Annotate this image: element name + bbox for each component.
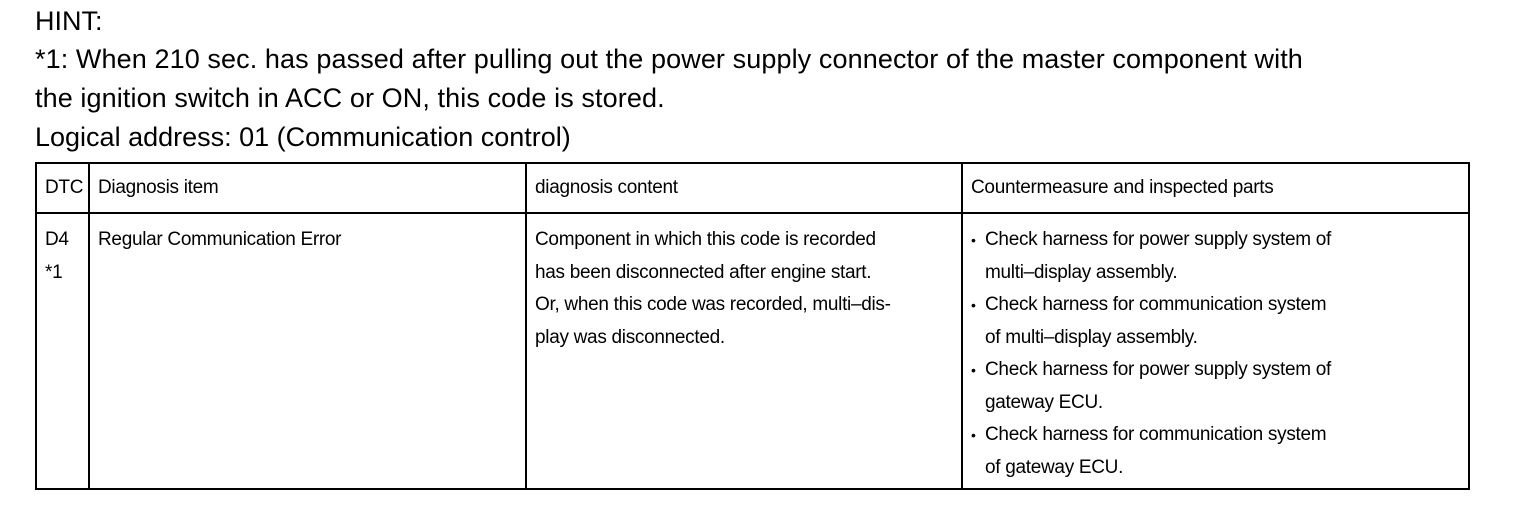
header-dtc: DTC xyxy=(35,162,90,214)
cell-countermeasure: • Check harness for power supply system … xyxy=(961,212,1470,490)
header-countermeasure: Countermeasure and inspected parts xyxy=(961,162,1470,214)
content-line: play was disconnected. xyxy=(535,326,725,348)
hint-note-line-1: *1: When 210 sec. has passed after pulli… xyxy=(35,44,1303,74)
bullet-icon: • xyxy=(971,232,976,248)
hint-section: HINT: *1: When 210 sec. has passed after… xyxy=(35,2,1485,156)
list-item: • Check harness for communication system… xyxy=(971,289,1460,354)
dtc-note-ref: *1 xyxy=(45,261,63,283)
hint-title: HINT: xyxy=(35,6,103,36)
countermeasure-line: gateway ECU. xyxy=(985,391,1103,413)
content-line: has been disconnected after engine start… xyxy=(535,261,872,283)
cell-diagnosis-item: Regular Communication Error xyxy=(88,212,527,490)
countermeasure-line: Check harness for communication system xyxy=(985,424,1327,445)
countermeasure-list: • Check harness for power supply system … xyxy=(971,224,1460,484)
countermeasure-line: of multi–display assembly. xyxy=(985,326,1198,348)
cell-dtc: D4 *1 xyxy=(35,212,90,490)
bullet-icon: • xyxy=(971,427,976,443)
logical-address: Logical address: 01 (Communication contr… xyxy=(35,122,571,152)
content-line: Or, when this code was recorded, multi–d… xyxy=(535,294,891,315)
countermeasure-line: Check harness for power supply system of xyxy=(985,359,1331,380)
content-line: Component in which this code is recorded xyxy=(535,229,876,250)
header-diagnosis-content: diagnosis content xyxy=(525,162,963,214)
hint-note-line-2: the ignition switch in ACC or ON, this c… xyxy=(35,83,665,113)
dtc-code: D4 xyxy=(45,229,69,250)
dtc-table: DTC Diagnosis item diagnosis content Cou… xyxy=(35,162,1470,490)
countermeasure-line: multi–display assembly. xyxy=(985,261,1178,283)
countermeasure-line: Check harness for communication system xyxy=(985,294,1327,315)
countermeasure-line: Check harness for power supply system of xyxy=(985,229,1331,250)
bullet-icon: • xyxy=(971,297,976,313)
table-row: D4 *1 Regular Communication Error Compon… xyxy=(35,212,1470,490)
list-item: • Check harness for communication system… xyxy=(971,419,1460,484)
countermeasure-line: of gateway ECU. xyxy=(985,456,1124,478)
cell-diagnosis-content: Component in which this code is recorded… xyxy=(525,212,963,490)
header-diagnosis-item: Diagnosis item xyxy=(88,162,527,214)
list-item: • Check harness for power supply system … xyxy=(971,354,1460,419)
list-item: • Check harness for power supply system … xyxy=(971,224,1460,289)
bullet-icon: • xyxy=(971,362,976,378)
table-header-row: DTC Diagnosis item diagnosis content Cou… xyxy=(35,162,1470,214)
